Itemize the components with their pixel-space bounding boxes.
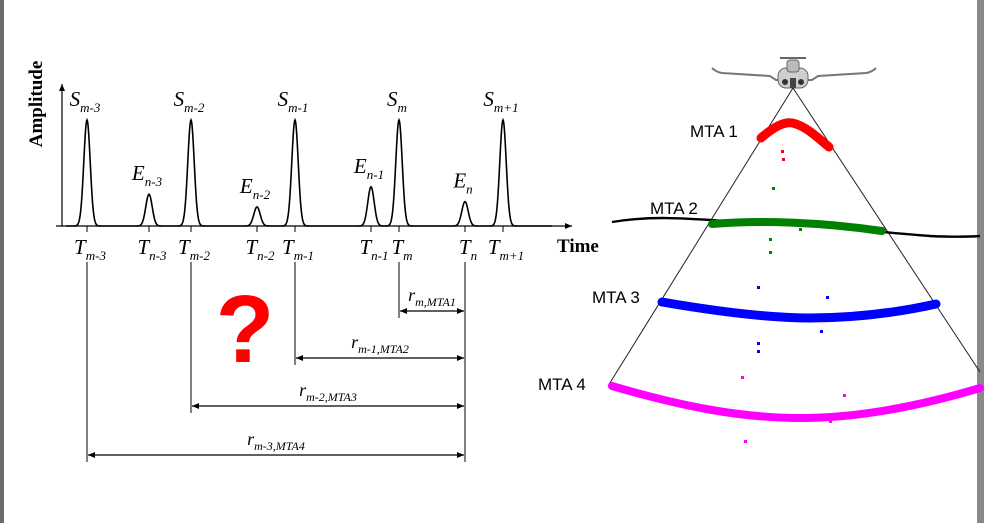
range-label-0: rm,MTA1 [408, 285, 456, 309]
mta-zones-figure: MTA 1 MTA 2 MTA 3 MTA 4 [538, 57, 984, 443]
mta1-returns [756, 118, 834, 152]
mta2-label: MTA 2 [650, 199, 698, 218]
mta3-returns [657, 297, 941, 323]
mta4-label: MTA 4 [538, 375, 586, 394]
mta3-label: MTA 3 [592, 288, 640, 307]
frame-left-edge [0, 0, 4, 523]
range-label-2: rm-2,MTA3 [299, 380, 357, 404]
range-label-1: rm-1,MTA2 [351, 332, 409, 356]
peak-label-s_m: Sm [387, 87, 407, 115]
x-axis-label: Time [557, 236, 599, 257]
time-label-2: Tm-2 [178, 235, 210, 263]
mta2-returns [708, 218, 886, 235]
range-bars: rm,MTA1 rm-1,MTA2 rm-2,MTA3 rm-3,MTA4 [86, 262, 466, 462]
peak-label-e_n1: En-1 [353, 154, 384, 182]
peak-label-e_n: En [452, 169, 472, 197]
time-label-3: Tn-2 [245, 235, 275, 263]
y-axis-label: Amplitude [26, 61, 47, 148]
peak-label-s_m3: Sm-3 [70, 87, 101, 115]
scan-cone-right [792, 87, 981, 373]
time-label-4: Tm-1 [282, 235, 314, 263]
question-mark: ? [216, 276, 275, 383]
time-label-8: Tm+1 [488, 235, 524, 263]
time-label-6: Tm [391, 235, 412, 263]
mta1-label: MTA 1 [690, 122, 738, 141]
frame-right-edge [977, 0, 984, 523]
range-label-3: rm-3,MTA4 [247, 429, 305, 453]
peak-label-s_m_1: Sm+1 [483, 87, 518, 115]
time-label-5: Tn-1 [359, 235, 388, 263]
time-label-7: Tn [459, 235, 477, 263]
pulse-plot: Amplitude Time Sm-3En-3Sm-2En-2Sm-1En-1S… [26, 61, 599, 462]
peak-label-s_m1: Sm-1 [278, 87, 309, 115]
time-label-0: Tm-3 [74, 235, 106, 263]
time-label-1: Tn-3 [137, 235, 167, 263]
airplane-icon [711, 57, 877, 89]
mta4-returns [608, 382, 984, 423]
peak-label-s_m2: Sm-2 [174, 87, 205, 115]
peak-label-e_n3: En-3 [131, 161, 163, 189]
peak-label-e_n2: En-2 [239, 174, 271, 202]
noise-points [741, 150, 846, 443]
waveform-trace [66, 117, 552, 227]
